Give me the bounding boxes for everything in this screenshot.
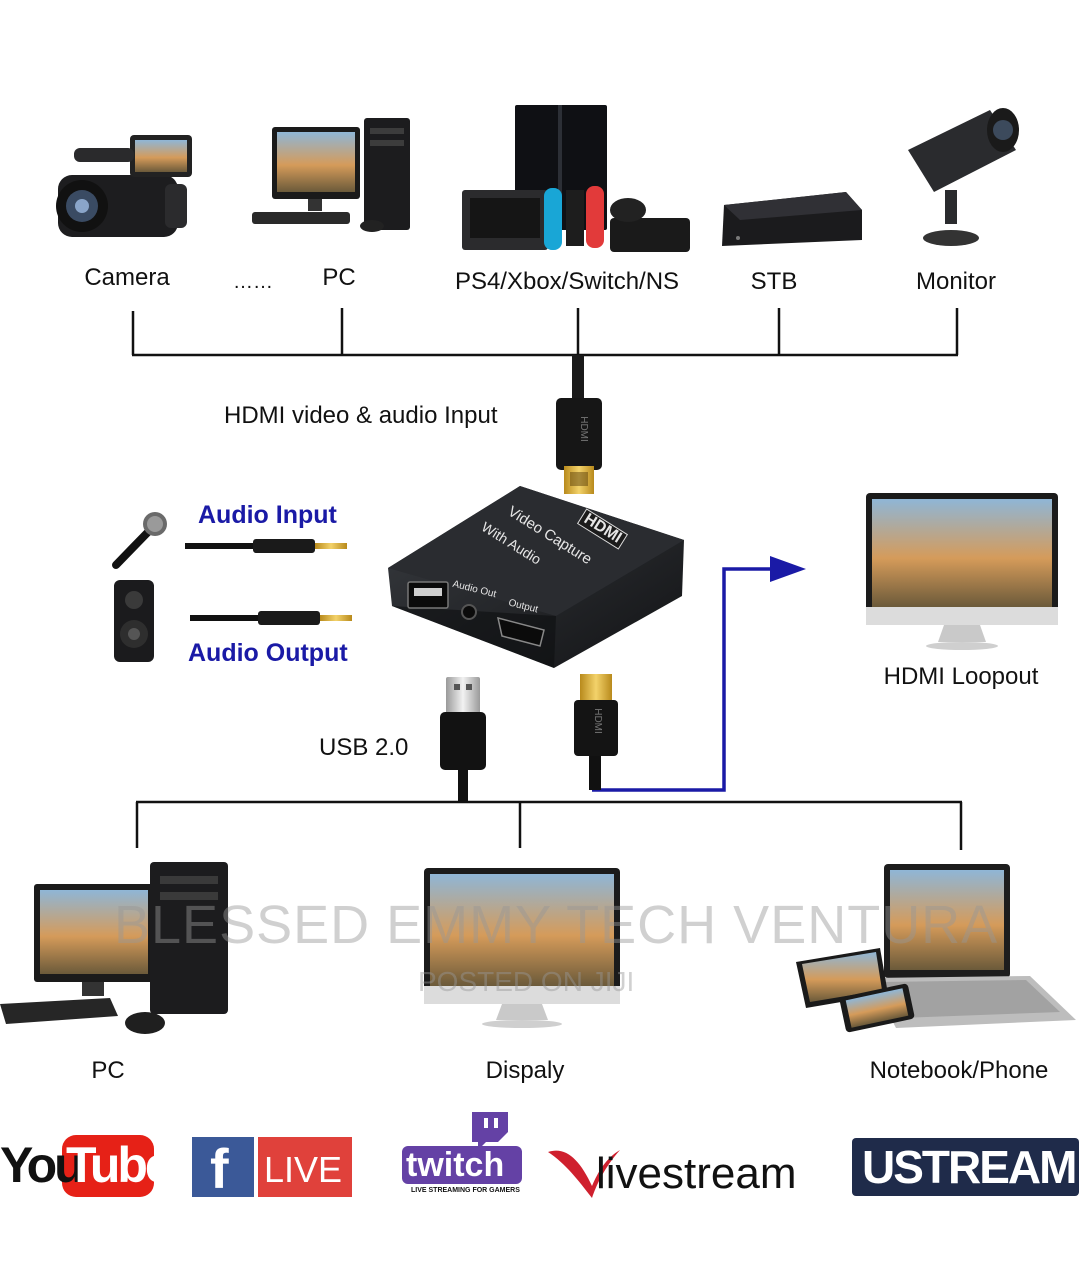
desktop-pc-icon: [252, 118, 410, 232]
ustream-logo: [852, 1138, 1079, 1196]
twitch-tagline: LIVE STREAMING FOR GAMERS: [411, 1187, 520, 1194]
livestream-wordmark: livestream: [596, 1149, 797, 1198]
youtube-tube: Tube: [66, 1137, 173, 1193]
label-display-output: Dispaly: [485, 1057, 565, 1084]
output-bus: [135, 800, 963, 850]
audio-output-cable: [190, 611, 352, 625]
facebook-live-logo: [192, 1137, 352, 1197]
hdmi-output-cable-print: HDMI: [591, 708, 603, 734]
game-consoles-icon: [462, 105, 690, 252]
label-audio-input: Audio Input: [198, 501, 337, 529]
youtube-logo: [62, 1135, 154, 1197]
twitch-wordmark: twitch: [406, 1146, 505, 1184]
set-top-box-icon: [722, 192, 862, 246]
source-bus: [131, 308, 959, 357]
hdmi-input-cable: [556, 355, 602, 494]
hdmi-input-cable-print: HDMI: [577, 416, 589, 442]
output-display-icon: [424, 868, 620, 1028]
usb-cable: [440, 677, 486, 802]
loopout-arrow: [592, 556, 806, 792]
label-consoles: PS4/Xbox/Switch/NS: [454, 268, 680, 295]
ustream-wordmark: USTREAM: [862, 1141, 1077, 1193]
loopout-monitor-icon: [866, 493, 1058, 650]
notebook-phone-icon: [796, 864, 1076, 1033]
hdmi-output-cable: [574, 674, 618, 790]
label-notebook-output: Notebook/Phone: [869, 1057, 1049, 1084]
watermark-line1: BLESSED EMMY TECH VENTURA: [114, 895, 999, 955]
audio-input-cable: [185, 539, 347, 553]
twitch-logo: [402, 1112, 522, 1184]
label-camera: Camera: [84, 264, 170, 291]
security-camera-icon: [908, 108, 1019, 246]
facebook-f: f: [210, 1137, 229, 1200]
label-pc-source: PC: [322, 264, 356, 291]
label-audio-output: Audio Output: [188, 639, 348, 667]
microphone-icon: [112, 512, 167, 569]
label-usb: USB 2.0: [319, 734, 409, 761]
watermark-line2: POSTED ON JIJI: [418, 966, 635, 997]
youtube-you: You: [0, 1137, 85, 1193]
label-monitor: Monitor: [915, 268, 997, 295]
speaker-icon: [114, 580, 154, 662]
camera-icon: [56, 135, 192, 237]
facebook-live: LIVE: [264, 1149, 343, 1190]
label-more-devices: ……: [233, 271, 273, 293]
label-hdmi-input: HDMI video & audio Input: [224, 402, 498, 429]
capture-device: [388, 486, 684, 668]
label-hdmi-loopout: HDMI Loopout: [883, 663, 1039, 690]
output-pc-icon: [0, 862, 228, 1034]
label-stb: STB: [750, 268, 798, 295]
label-pc-output: PC: [91, 1057, 125, 1084]
livestream-logo: [548, 1150, 620, 1198]
